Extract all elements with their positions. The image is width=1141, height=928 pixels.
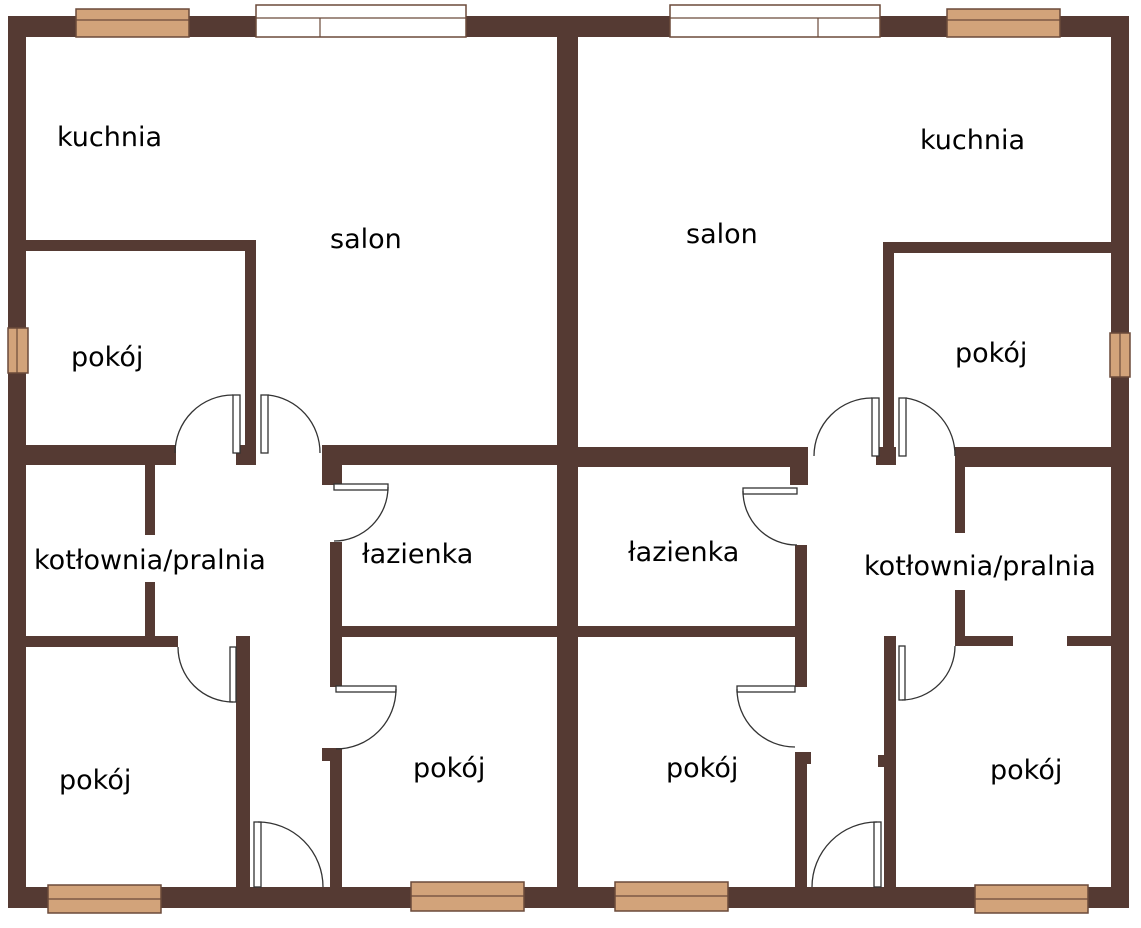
wall-boiler-right-a bbox=[955, 467, 965, 533]
window-top-right-b bbox=[946, 8, 1061, 38]
room-labels: kuchnia salon pokój kotłownia/pralnia ła… bbox=[34, 122, 1096, 796]
party-wall bbox=[557, 16, 578, 908]
label-right-room-bottom-mid: pokój bbox=[666, 753, 738, 784]
wall-room-right-mid bbox=[795, 752, 807, 887]
door-leaf-left-bath bbox=[333, 483, 389, 491]
wall-hall-bath-left bbox=[322, 445, 557, 465]
label-left-living: salon bbox=[330, 224, 402, 255]
door-arc-left-room-top-a bbox=[174, 394, 234, 454]
door-arc-left-bath bbox=[333, 486, 389, 542]
door-leaf-right-room-mid bbox=[736, 685, 796, 693]
wall-boiler-left-b bbox=[145, 582, 155, 638]
label-left-room-bottom-left: pokój bbox=[59, 765, 131, 796]
wall-hall-room-left bbox=[236, 636, 250, 887]
label-left-boiler: kotłownia/pralnia bbox=[34, 545, 266, 576]
wall-room-boiler-right-a bbox=[876, 447, 896, 465]
wall-boiler-room-left bbox=[26, 636, 178, 647]
door-leaf-left-boiler bbox=[229, 646, 237, 703]
door-leaf-left-room-top-a bbox=[232, 394, 241, 454]
wall-room-right-mid-jamb bbox=[795, 752, 811, 764]
label-left-kitchen: kuchnia bbox=[57, 122, 162, 153]
wall-boiler-room-right-b bbox=[1067, 636, 1111, 646]
door-arc-right-room-top-a bbox=[813, 397, 873, 457]
wall-hall-bath-left-jamb bbox=[322, 445, 342, 485]
label-right-room-bottom-right: pokój bbox=[990, 755, 1062, 786]
wall-room-boiler-right-b bbox=[955, 447, 1111, 467]
door-arc-right-room-top-b bbox=[905, 397, 956, 457]
wall-room-left-mid bbox=[330, 748, 342, 887]
wall-room-boiler-left-b bbox=[236, 445, 256, 465]
walls bbox=[8, 16, 1129, 908]
wall-room-left-mid-jamb bbox=[322, 748, 342, 761]
wall-hall-bath-right bbox=[578, 447, 808, 467]
wall-bath-room-left bbox=[342, 626, 557, 637]
window-top-left-a bbox=[75, 8, 190, 38]
door-leaf-right-room-top-b bbox=[898, 397, 907, 457]
wall-hall-bath-right-jamb bbox=[790, 447, 808, 485]
door-leaf-left-room-top-b bbox=[260, 394, 269, 454]
label-left-bathroom: łazienka bbox=[362, 539, 473, 570]
wall-hall-room-right-jamb bbox=[878, 755, 896, 767]
label-right-room-top: pokój bbox=[955, 338, 1027, 369]
door-arc-left-boiler bbox=[177, 646, 234, 703]
wall-room-hall-right bbox=[883, 242, 894, 465]
door-arc-right-bath bbox=[742, 490, 798, 546]
wall-boiler-left-a bbox=[145, 465, 155, 535]
window-left-side bbox=[7, 327, 29, 374]
label-right-bathroom: łazienka bbox=[628, 537, 739, 568]
door-arc-right-room-mid bbox=[736, 688, 796, 748]
wall-bath-left-a bbox=[330, 542, 342, 687]
door-leaf-right-bath bbox=[742, 487, 798, 495]
doors bbox=[174, 394, 956, 888]
wall-bath-right-a bbox=[795, 545, 807, 687]
door-leaf-right-room-top-a bbox=[871, 397, 880, 457]
label-left-room-top: pokój bbox=[71, 342, 143, 373]
windows bbox=[7, 4, 1131, 914]
label-left-room-bottom-mid: pokój bbox=[413, 753, 485, 784]
outer-wall-left bbox=[8, 16, 26, 908]
door-arc-left-room-mid bbox=[335, 688, 397, 750]
door-leaf-left-entrance bbox=[253, 821, 262, 888]
label-right-boiler: kotłownia/pralnia bbox=[864, 551, 1096, 582]
door-leaf-left-room-mid bbox=[335, 685, 397, 693]
door-arc-right-entrance bbox=[811, 821, 878, 888]
door-arc-right-boiler bbox=[901, 645, 956, 701]
wall-room-hall-left bbox=[245, 240, 256, 465]
label-right-living: salon bbox=[686, 219, 758, 250]
label-right-kitchen: kuchnia bbox=[920, 125, 1025, 156]
outer-wall-right bbox=[1111, 16, 1129, 908]
window-top-left-b bbox=[255, 4, 467, 38]
door-leaf-right-boiler bbox=[898, 645, 906, 701]
wall-room-boiler-left-a bbox=[26, 445, 176, 465]
wall-kitchen-room-left bbox=[26, 240, 256, 251]
wall-boiler-room-right-a bbox=[955, 636, 1013, 646]
door-arc-left-room-top-b bbox=[267, 394, 321, 454]
wall-boiler-right-b bbox=[955, 590, 965, 646]
wall-kitchen-room-right bbox=[883, 242, 1111, 253]
door-leaf-right-entrance bbox=[873, 821, 882, 888]
window-top-right-a bbox=[669, 4, 881, 38]
wall-bath-room-right bbox=[578, 626, 795, 637]
door-arc-left-entrance bbox=[257, 821, 324, 888]
